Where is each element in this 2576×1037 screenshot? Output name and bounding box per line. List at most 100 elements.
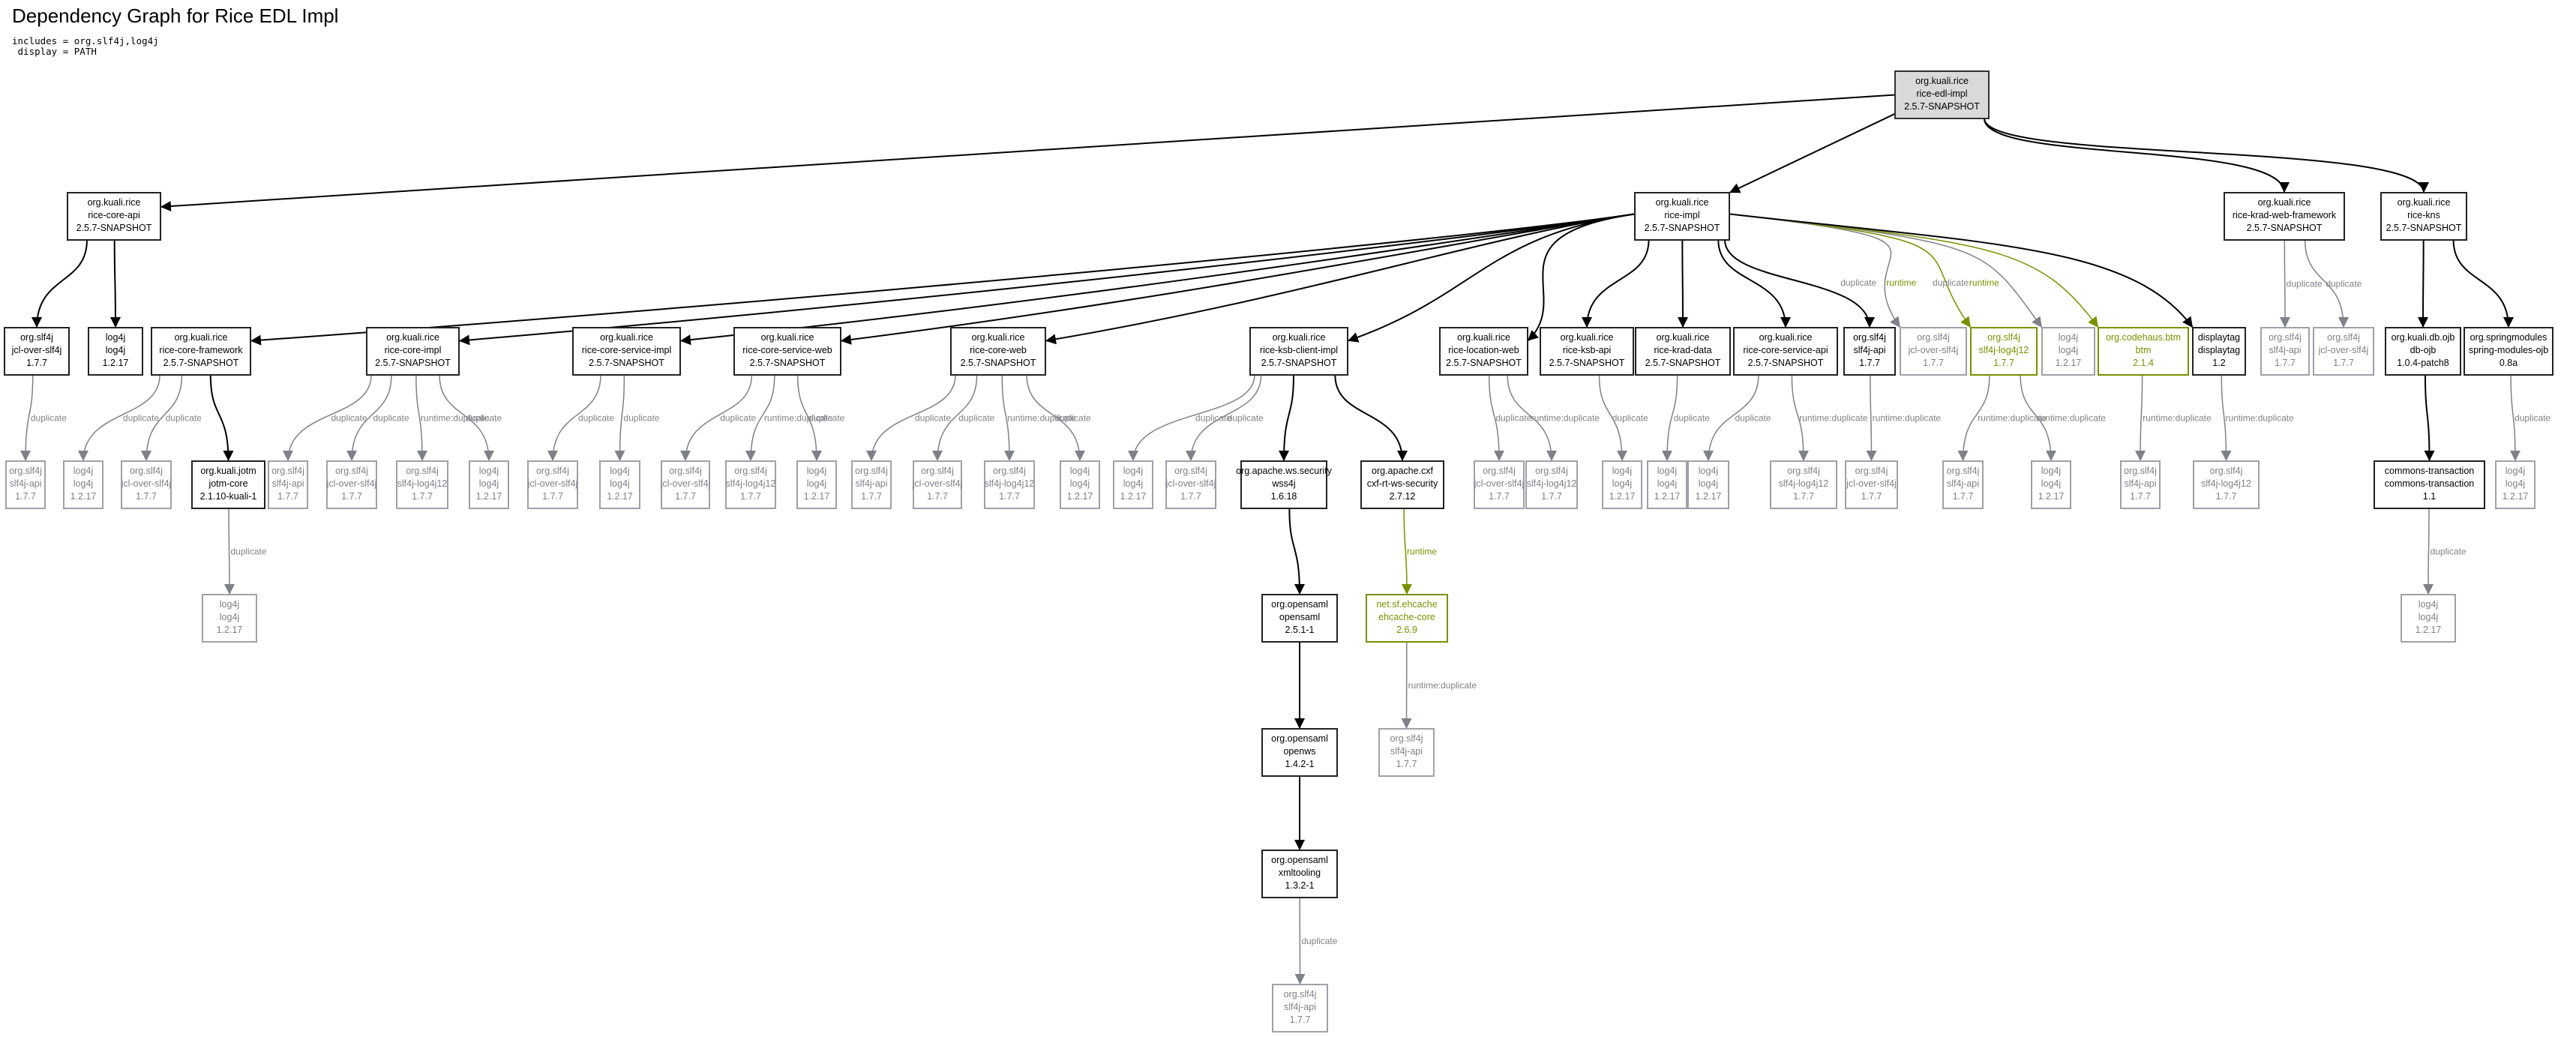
node-box <box>1249 327 1348 376</box>
node-commons-tx[interactable]: commons-transactioncommons-transaction1.… <box>2374 460 2485 509</box>
edge-line <box>1791 374 1809 462</box>
param-includes: includes = org.slf4j,log4j <box>12 35 159 46</box>
node-artifact: log4j <box>1123 478 1143 489</box>
node-cs-api[interactable]: org.kuali.ricerice-core-service-api2.5.7… <box>1733 327 1838 376</box>
node-core-fw[interactable]: org.kuali.ricerice-core-framework2.5.7-S… <box>151 327 251 376</box>
edge-line <box>547 374 601 462</box>
node-box <box>2401 594 2456 643</box>
node-group: org.kuali.rice <box>600 332 653 343</box>
node-core-api[interactable]: org.kuali.ricerice-core-api2.5.7-SNAPSHO… <box>67 192 161 241</box>
node-box <box>67 192 161 241</box>
node-box <box>2041 327 2095 376</box>
node-loc-web[interactable]: org.kuali.ricerice-location-web2.5.7-SNA… <box>1439 327 1528 376</box>
node-artifact: rice-krad-web-framework <box>2233 210 2337 220</box>
node-group: org.slf4j <box>1987 332 2020 343</box>
node-group: org.slf4j <box>130 466 163 476</box>
node-cs-impl[interactable]: org.kuali.ricerice-core-service-impl2.5.… <box>572 327 681 376</box>
node-ksb-client[interactable]: org.kuali.ricerice-ksb-client-impl2.5.7-… <box>1249 327 1348 376</box>
edge-label: duplicate <box>1301 936 1337 946</box>
edge-line <box>1677 239 1688 328</box>
edge-ri-slf4j-api-to-sa-jcl: runtime:duplicate <box>1866 374 1942 462</box>
node-core-impl[interactable]: org.kuali.ricerice-core-impl2.5.7-SNAPSH… <box>366 327 460 376</box>
node-version: 1.7.7 <box>2275 358 2296 368</box>
node-root[interactable]: org.kuali.ricerice-edl-impl2.5.7-SNAPSHO… <box>1894 70 1990 119</box>
node-box <box>1366 594 1448 643</box>
node-version: 1.2.17 <box>217 625 243 635</box>
node-group: org.kuali.rice <box>88 197 141 208</box>
node-version: 1.7.7 <box>542 491 563 502</box>
node-cs-web[interactable]: org.kuali.ricerice-core-service-web2.5.7… <box>733 327 841 376</box>
node-box <box>661 460 710 509</box>
node-group: org.kuali.rice <box>1457 332 1510 343</box>
node-box <box>1165 460 1216 509</box>
edge-line <box>1334 374 1408 462</box>
edge-label: runtime:duplicate <box>1873 413 1942 424</box>
node-box <box>2495 460 2536 509</box>
node-group: org.slf4j <box>1787 466 1820 476</box>
node-krad-data[interactable]: org.kuali.ricerice-krad-data2.5.7-SNAPSH… <box>1635 327 1731 376</box>
edge-core-impl-to-ci-l12: runtime:duplicate <box>415 374 490 462</box>
node-core-web[interactable]: org.kuali.ricerice-core-web2.5.7-SNAPSHO… <box>950 327 1046 376</box>
node-artifact: commons-transaction <box>2385 478 2475 489</box>
node-group: log4j <box>2419 599 2438 610</box>
node-version: 2.5.7-SNAPSHOT <box>2386 223 2462 233</box>
node-krad-web-fw[interactable]: org.kuali.ricerice-krad-web-framework2.5… <box>2224 192 2345 241</box>
